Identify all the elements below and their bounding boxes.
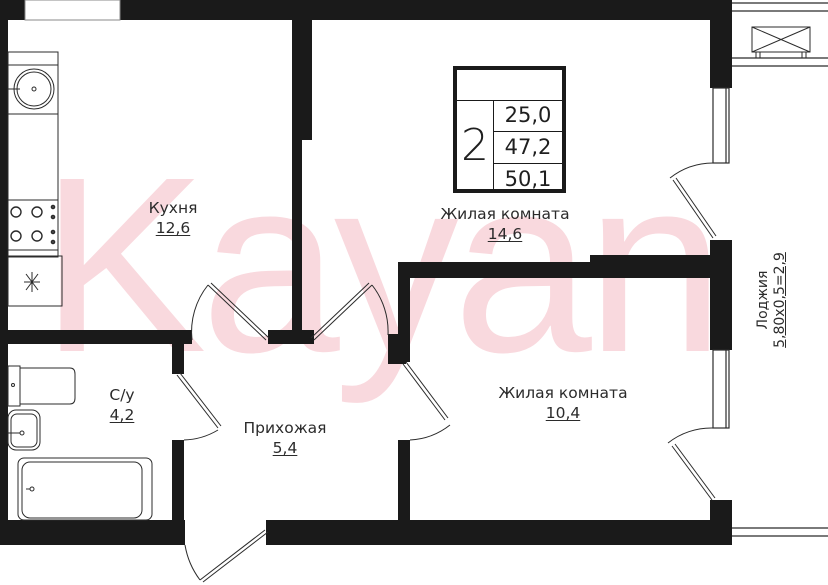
badge-header	[457, 70, 562, 101]
loggia-outline	[712, 2, 828, 537]
room-label-hallway: Прихожая 5,4	[222, 418, 348, 458]
room-area: 12,6	[155, 219, 191, 237]
bathtub-icon	[17, 457, 153, 521]
room-count: 2	[457, 100, 494, 189]
room-area: 14,6	[487, 225, 523, 243]
room-name: Жилая комната	[440, 205, 570, 223]
stove-icon	[10, 204, 56, 245]
room-name: Кухня	[148, 199, 198, 217]
walls	[0, 0, 732, 545]
apartment-summary-badge: 2 25,0 47,2 50,1	[453, 66, 566, 193]
room-label-loggia: Лоджия 5,80x0,5=2,9	[755, 252, 789, 348]
total-area-value: 47,2	[494, 132, 562, 164]
air-conditioner-icon	[751, 26, 811, 58]
room-area: 4,2	[109, 406, 135, 424]
kitchen-counter	[7, 51, 63, 307]
room-area: 5,80x0,5=2,9	[772, 252, 788, 348]
living-area-value: 25,0	[494, 100, 562, 132]
total-with-loggia-value: 50,1	[504, 167, 552, 191]
room-name: С/у	[109, 386, 135, 404]
room-label-bathroom: С/у 4,2	[92, 385, 152, 425]
room-label-kitchen: Кухня 12,6	[130, 198, 216, 238]
fridge-icon	[24, 272, 40, 292]
room-area: 5,4	[272, 439, 298, 457]
sink-icon	[8, 68, 55, 110]
room-name: Лоджия	[755, 270, 771, 330]
washbasin-icon	[7, 409, 41, 451]
room-area: 10,4	[545, 404, 581, 422]
room-name: Жилая комната	[498, 384, 628, 402]
room-name: Прихожая	[243, 419, 327, 437]
room-label-living-2: Жилая комната 10,4	[478, 383, 648, 423]
room-label-living-1: Жилая комната 14,6	[420, 204, 590, 244]
toilet-icon	[7, 365, 76, 407]
doors	[176, 162, 717, 583]
